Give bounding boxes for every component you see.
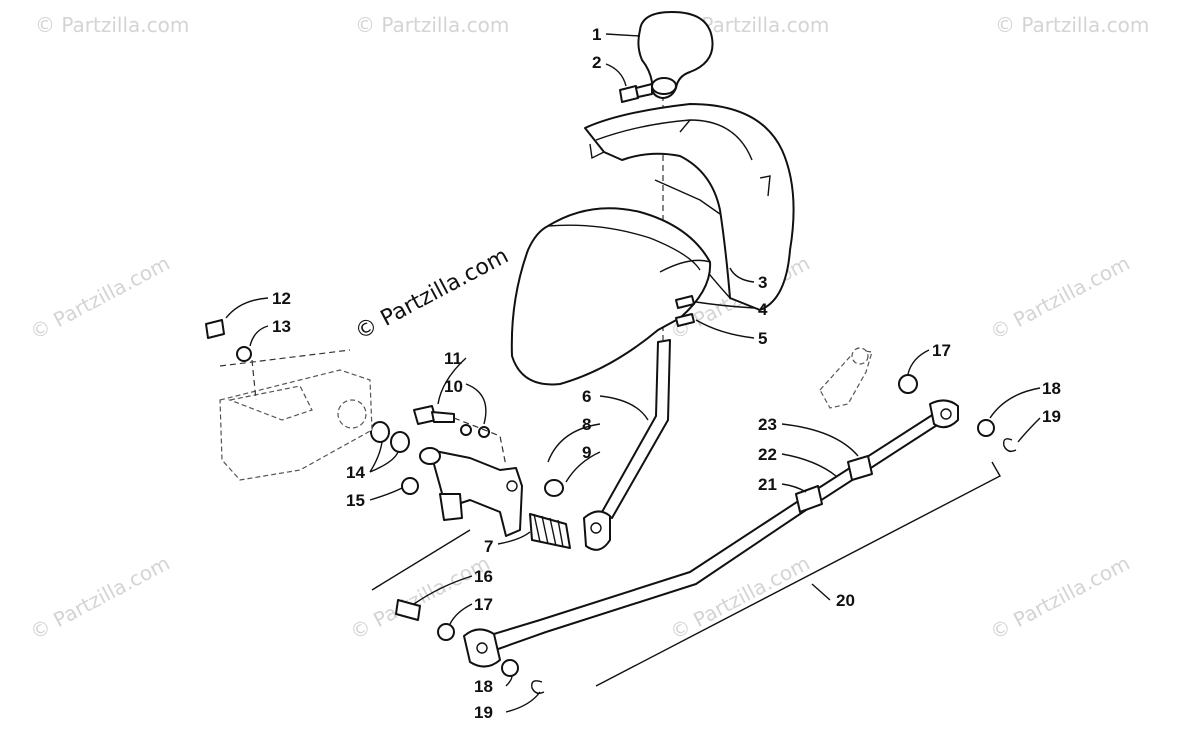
washer	[501, 659, 519, 677]
cover-clip	[675, 313, 695, 327]
watermark: © Partzilla.com	[355, 13, 509, 37]
washer	[460, 424, 472, 436]
callout-18: 18	[474, 677, 493, 696]
mount-washer	[236, 346, 252, 362]
callout-23: 23	[758, 415, 777, 434]
watermark: © Partzilla.com	[35, 13, 189, 37]
pivot-bolt	[413, 405, 455, 425]
callout-19: 19	[1042, 407, 1061, 426]
callout-7: 7	[484, 537, 493, 556]
callout-14: 14	[346, 463, 365, 482]
return-spring	[529, 513, 571, 549]
o-ring	[390, 431, 410, 453]
callout-9: 9	[582, 443, 591, 462]
watermark: © Partzilla.com	[986, 251, 1134, 345]
callout-17: 17	[474, 595, 493, 614]
ball-joint-ghost	[819, 347, 873, 409]
shift-linkage-rod	[463, 399, 959, 668]
group-bracket-20	[595, 461, 1001, 687]
e-clip	[1002, 438, 1017, 453]
callout-18: 18	[1042, 379, 1061, 398]
bushing	[898, 374, 918, 394]
callout-labels: 1 2 3 4 5 6 7 8 9 10 11 12 13 14 15 16 1…	[272, 25, 1061, 722]
lever-nut	[544, 479, 564, 497]
watermark: © Partzilla.com	[666, 551, 814, 645]
e-clip	[531, 680, 545, 695]
callout-11: 11	[444, 349, 462, 368]
callout-20: 20	[836, 591, 855, 610]
washer	[977, 419, 995, 437]
callout-1: 1	[592, 25, 601, 44]
washer	[478, 426, 490, 438]
lower-shift-cover	[510, 207, 712, 386]
callout-8: 8	[582, 415, 591, 434]
callout-21: 21	[758, 475, 777, 494]
o-ring	[370, 421, 390, 443]
callout-17: 17	[932, 341, 951, 360]
callout-2: 2	[592, 53, 601, 72]
rod-sleeve	[795, 485, 823, 513]
callout-19: 19	[474, 703, 493, 722]
knob-screw	[619, 83, 653, 103]
callout-22: 22	[758, 445, 777, 464]
leader-lines	[225, 33, 1041, 713]
cover-clip	[675, 295, 695, 309]
callout-16: 16	[474, 567, 493, 586]
frame-mount-ghost	[219, 349, 373, 481]
bushing	[401, 477, 419, 495]
callout-4: 4	[758, 300, 768, 319]
rod-sleeve	[847, 455, 873, 481]
callout-3: 3	[758, 273, 767, 292]
watermark-main: © Partzilla.com	[351, 244, 513, 346]
callout-13: 13	[272, 317, 291, 336]
pivot-bracket	[419, 447, 523, 537]
shift-lever	[583, 339, 671, 551]
callout-12: 12	[272, 289, 291, 308]
shift-knob	[637, 11, 714, 99]
watermark: © Partzilla.com	[986, 551, 1134, 645]
stud	[395, 599, 421, 621]
callout-10: 10	[444, 377, 463, 396]
callout-15: 15	[346, 491, 365, 510]
bushing	[437, 623, 455, 641]
watermark: © Partzilla.com	[26, 251, 174, 345]
callout-5: 5	[758, 329, 767, 348]
callout-6: 6	[582, 387, 591, 406]
watermark: © Partzilla.com	[26, 551, 174, 645]
mount-bolt	[205, 319, 225, 339]
group-bracket	[371, 529, 471, 591]
watermark: © Partzilla.com	[995, 13, 1149, 37]
